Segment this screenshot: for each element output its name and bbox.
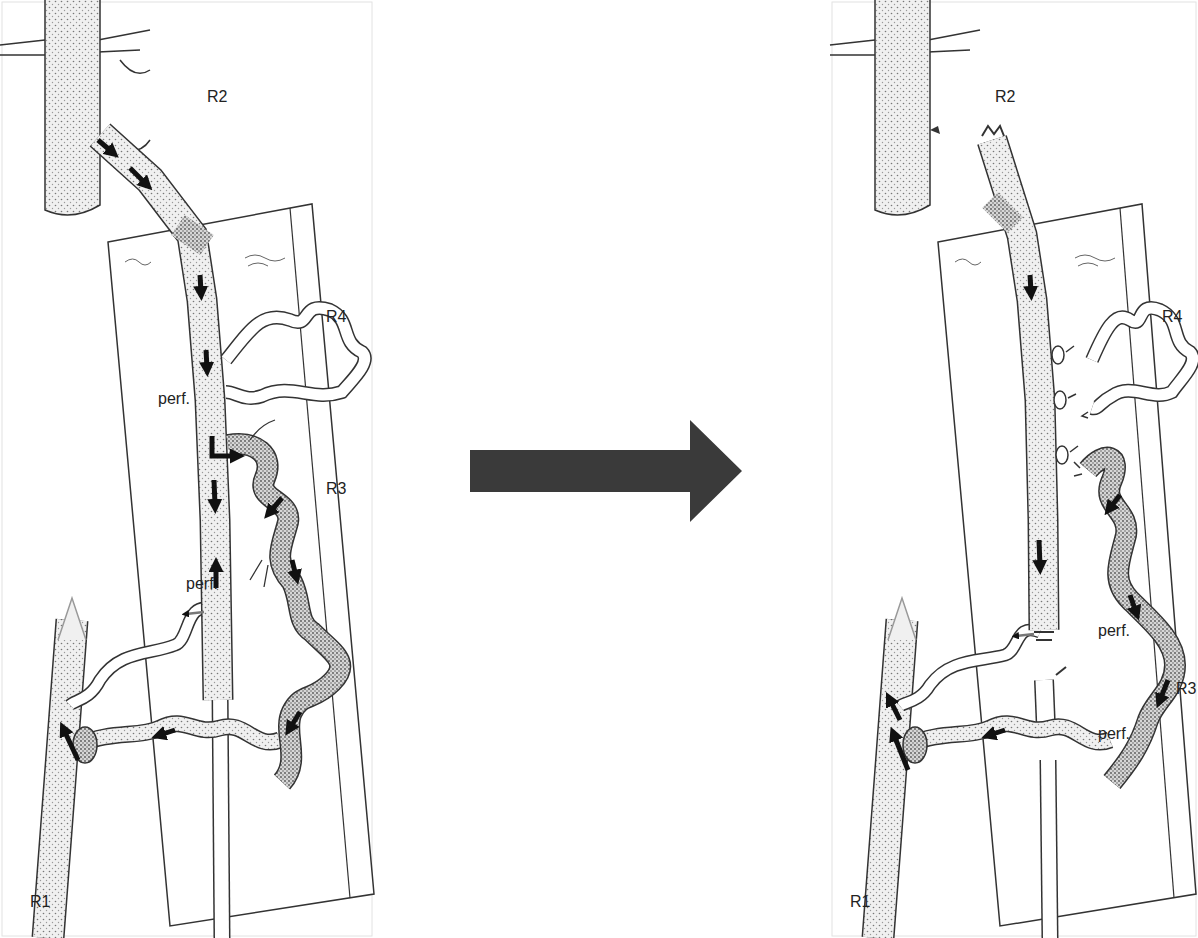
perforator-vein bbox=[70, 608, 212, 705]
transition-arrow bbox=[470, 420, 742, 522]
callout-label: R1 bbox=[30, 893, 50, 911]
ligature bbox=[1034, 632, 1054, 640]
callout-label: perf. bbox=[186, 575, 218, 593]
tributary-vein bbox=[1092, 308, 1193, 408]
tributary-vein bbox=[226, 308, 365, 398]
perforator-vein bbox=[910, 724, 1110, 745]
perforator-vein bbox=[900, 630, 1040, 706]
tributary-vein bbox=[228, 444, 340, 782]
saphenous-vein bbox=[100, 135, 218, 700]
tributary-vein bbox=[1088, 458, 1175, 782]
callout-label: R1 bbox=[850, 893, 870, 911]
callout-label: R4 bbox=[1162, 308, 1182, 326]
fascia-band bbox=[938, 204, 1196, 926]
ligature bbox=[930, 126, 940, 134]
deep-vein bbox=[878, 620, 902, 938]
callout-label: R2 bbox=[995, 88, 1015, 106]
callout-label: R3 bbox=[326, 480, 346, 498]
callout-label: R4 bbox=[326, 308, 346, 326]
callout-label: R2 bbox=[207, 88, 227, 106]
perforator-vein bbox=[80, 724, 280, 745]
ligature bbox=[1052, 346, 1078, 464]
callout-label: perf. bbox=[158, 390, 190, 408]
fascia-band bbox=[108, 204, 374, 926]
flow-arrow bbox=[890, 275, 1168, 770]
after-illustration bbox=[830, 0, 1196, 938]
before-illustration bbox=[0, 0, 374, 938]
flow-arrow bbox=[186, 612, 204, 614]
callout-label: R3 bbox=[1176, 680, 1196, 698]
deep-vein-top bbox=[0, 0, 150, 215]
callout-label: perf. bbox=[1098, 622, 1130, 640]
deep-vein-top bbox=[830, 0, 980, 215]
flow-arrow bbox=[1016, 634, 1034, 636]
flow-arrow bbox=[64, 140, 300, 760]
callout-label: perf. bbox=[1098, 725, 1130, 743]
ligature bbox=[982, 126, 1004, 136]
deep-vein bbox=[48, 620, 72, 938]
